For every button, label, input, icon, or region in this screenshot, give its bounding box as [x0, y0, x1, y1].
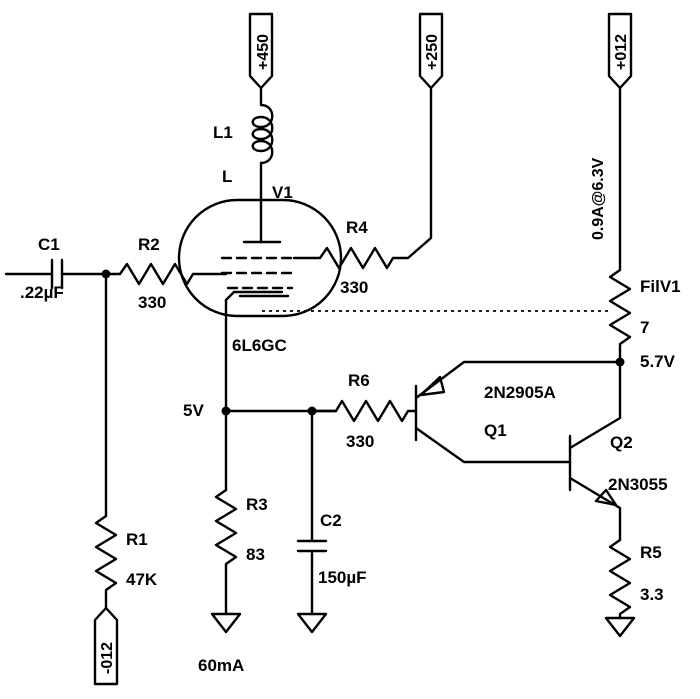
filv1-ref: FilV1: [640, 277, 681, 296]
q1-ref: Q1: [484, 421, 507, 440]
r3-value: 83: [246, 545, 265, 564]
r5-ref: R5: [640, 543, 662, 562]
resistor-r2: [118, 262, 228, 286]
filament-rating: 0.9A@6.3V: [590, 157, 607, 240]
resistor-r4: [292, 86, 433, 270]
resistor-filv1: [608, 268, 632, 364]
filv1-value: 7: [640, 318, 649, 337]
v1-ref: V1: [272, 183, 293, 202]
r2-ref: R2: [138, 235, 160, 254]
ground-r5: [604, 616, 636, 638]
resistor-r3: [214, 488, 238, 616]
ground-c2: [296, 612, 328, 634]
r4-ref: R4: [346, 218, 368, 237]
l1-ref: L1: [213, 123, 233, 142]
node-5v-label: 5V: [183, 401, 204, 420]
q1-value: 2N2905A: [484, 383, 556, 402]
q2-value: 2N3055: [608, 475, 668, 494]
rail-flag-minus-012: -012: [93, 606, 119, 686]
svg-text:+450: +450: [255, 34, 272, 70]
r4-value: 330: [340, 278, 368, 297]
resistor-r5: [608, 538, 632, 620]
resistor-r1: [94, 514, 118, 610]
c2-value: 150µF: [318, 568, 367, 587]
rail-flag-plus-250: +250: [418, 12, 444, 90]
r1-ref: R1: [126, 530, 148, 549]
rail-flag-plus-012: +012: [607, 12, 633, 90]
rail-flag-plus-450: +450: [248, 12, 274, 90]
r6-ref: R6: [348, 371, 370, 390]
svg-text:-012: -012: [99, 642, 116, 674]
svg-text:+250: +250: [424, 34, 441, 70]
svg-text:+012: +012: [613, 34, 630, 70]
l1-value: L: [222, 167, 232, 186]
node-5-7v-label: 5.7V: [640, 352, 676, 371]
tube-v1: [177, 198, 343, 318]
q2-ref: Q2: [610, 433, 633, 452]
r6-value: 330: [346, 432, 374, 451]
c1-value: .22µF: [20, 283, 64, 302]
cathode-current-label: 60mA: [198, 656, 244, 675]
r2-value: 330: [138, 293, 166, 312]
c2-ref: C2: [320, 511, 342, 530]
v1-value: 6L6GC: [232, 336, 287, 355]
transistor-q2: [568, 360, 622, 542]
ground-r3: [210, 612, 242, 634]
capacitor-c2: [296, 409, 328, 616]
inductor-l1: [251, 86, 274, 217]
c1-ref: C1: [38, 235, 60, 254]
transistor-q1: [414, 360, 622, 464]
r3-ref: R3: [246, 495, 268, 514]
r1-value: 47K: [126, 570, 158, 589]
resistor-r6: [310, 399, 418, 423]
r5-value: 3.3: [640, 585, 664, 604]
